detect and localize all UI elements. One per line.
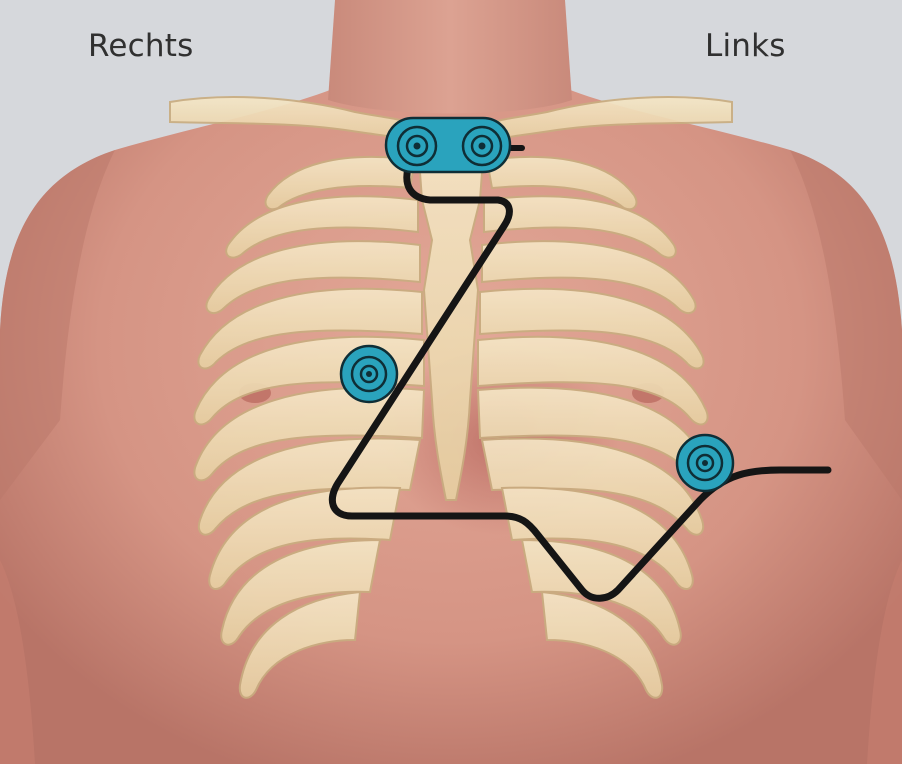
clavicle-electrode-pair bbox=[386, 118, 510, 172]
left-lower-chest-electrode bbox=[677, 435, 733, 491]
right-chest-electrode bbox=[341, 346, 397, 402]
right-side-label: Rechts bbox=[88, 28, 193, 64]
neck bbox=[328, 0, 572, 114]
left-side-label: Links bbox=[705, 28, 786, 64]
